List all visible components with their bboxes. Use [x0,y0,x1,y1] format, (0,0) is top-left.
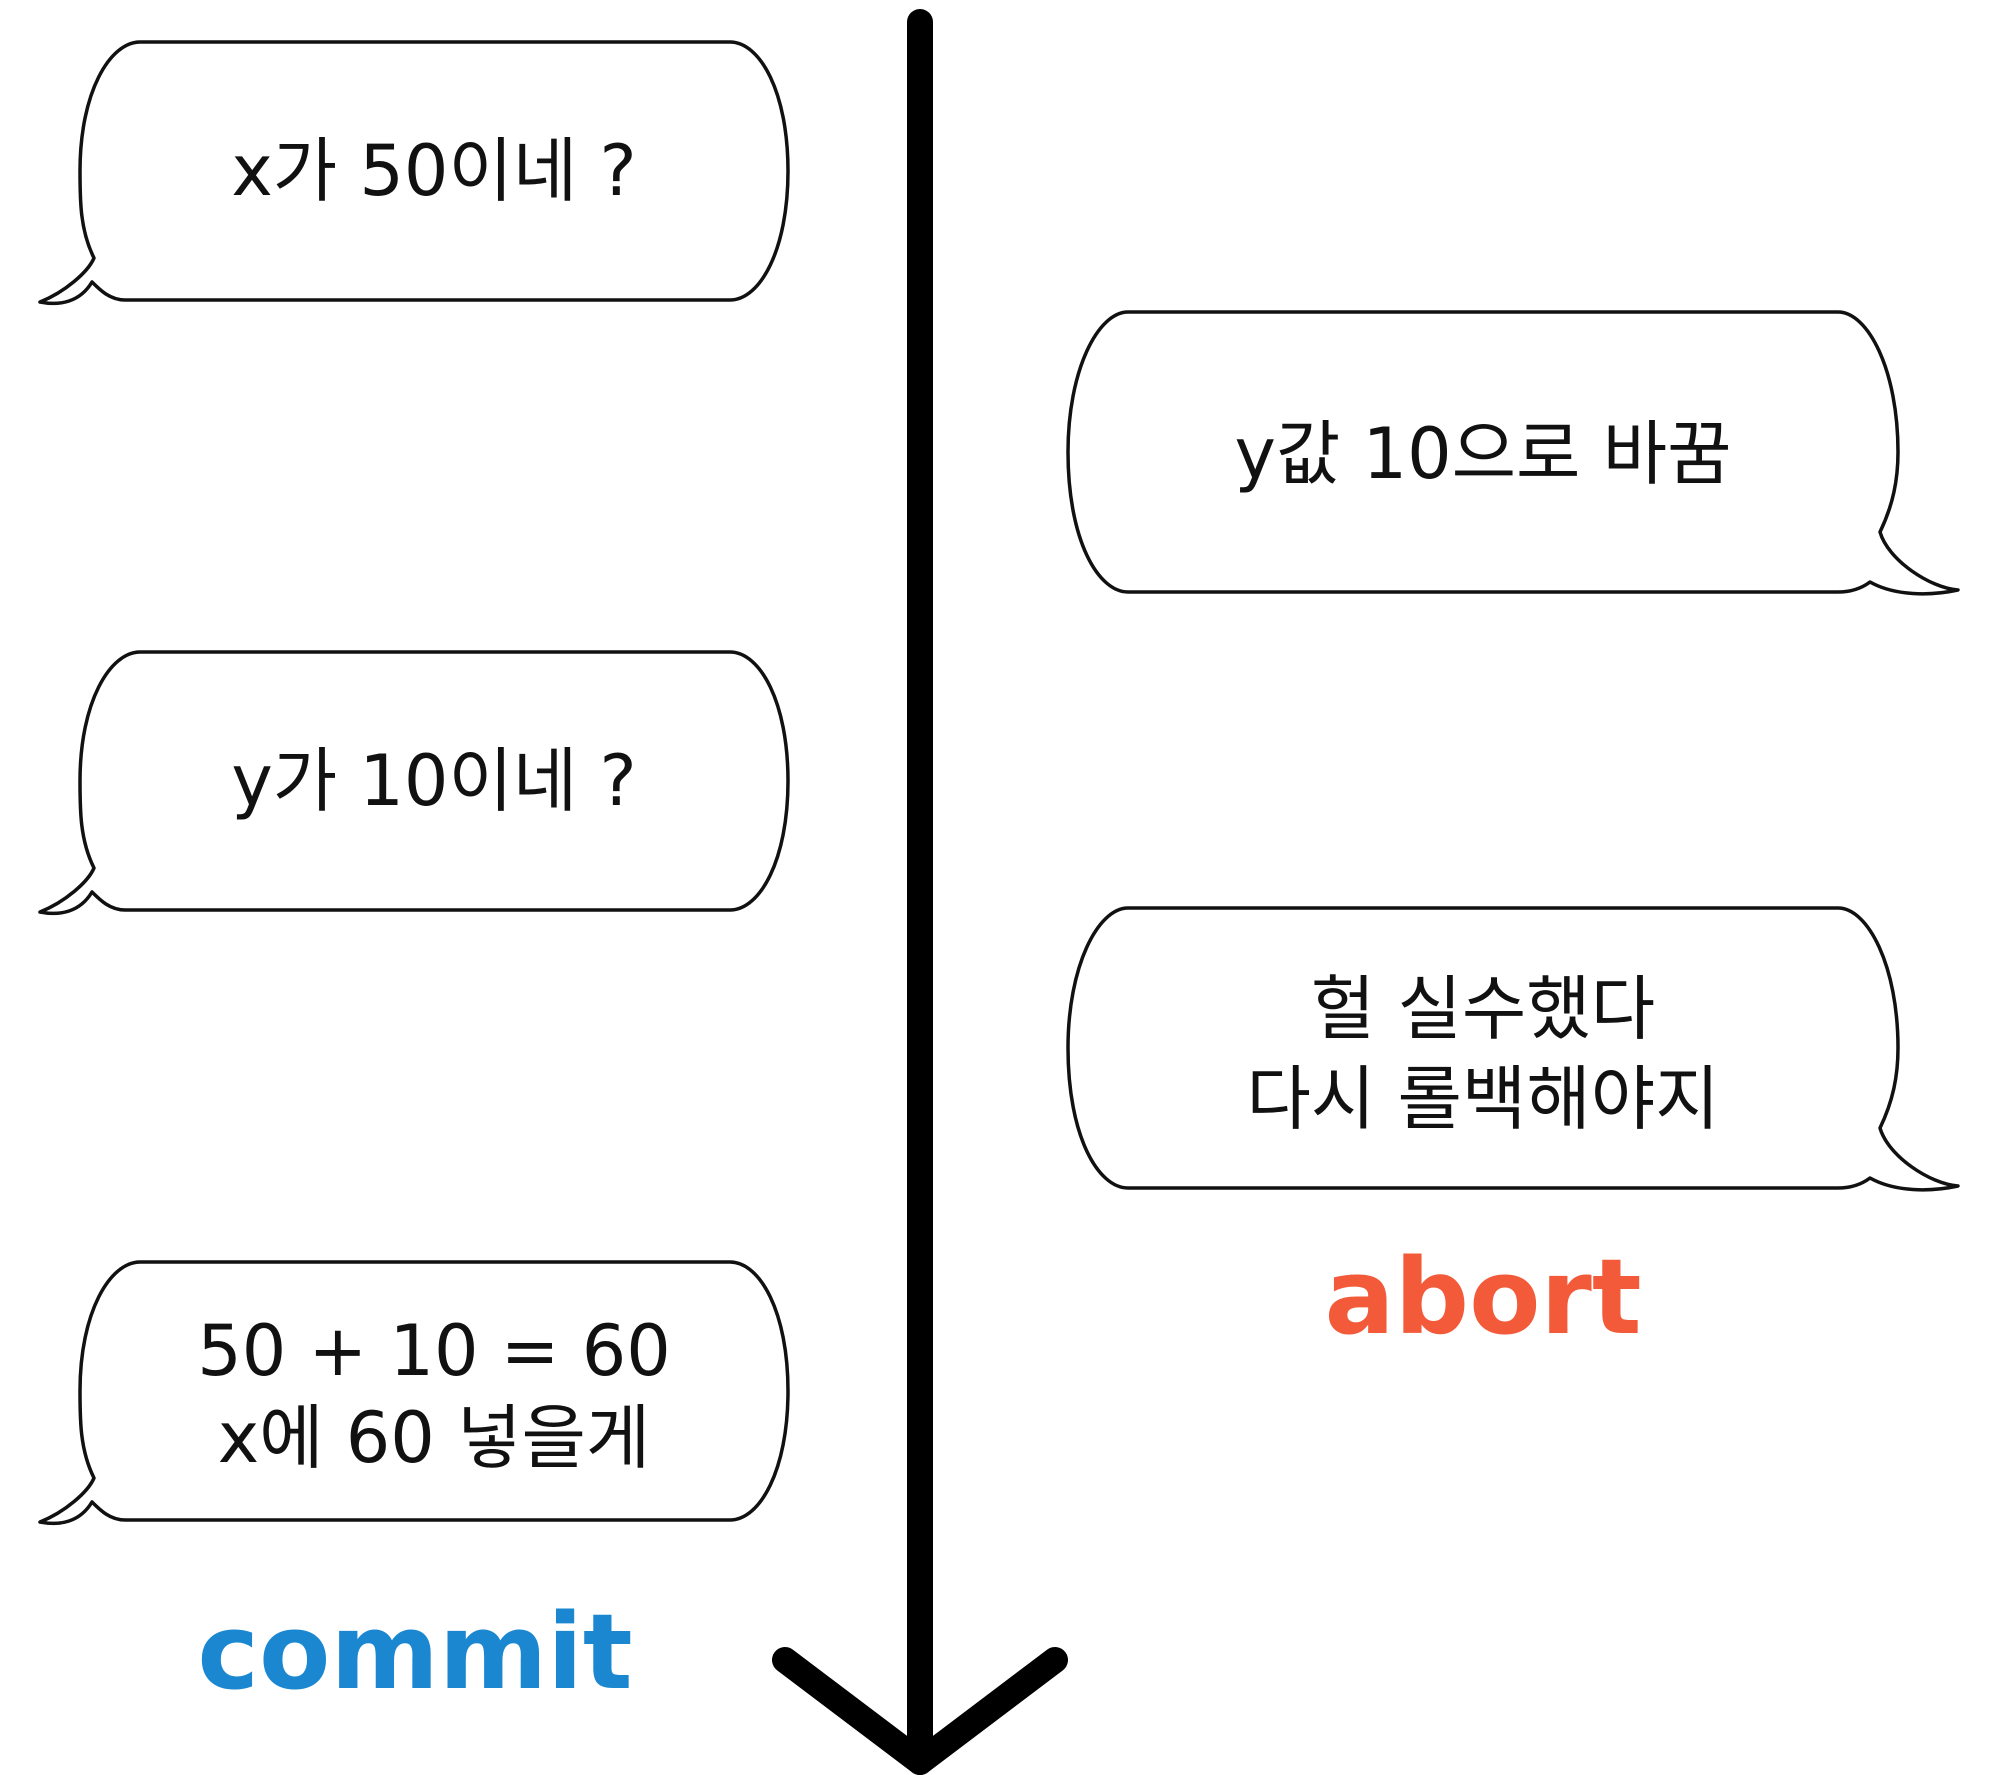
abort-label: abort [1324,1236,1641,1358]
bubble-text-line-2: 다시 롤백해야지 [1246,1058,1719,1140]
speech-bubble-shape [1066,906,1960,1192]
commit-label: commit [197,1591,632,1713]
speech-bubble-shape [38,40,790,306]
time-arrow-head-icon [772,1647,1068,1775]
right-speech-bubble-2: 헐 실수했다 다시 롤백해야지 [1066,906,1960,1192]
right-speech-bubble-1: y값 10으로 바꿈 [1066,310,1960,596]
time-arrow [772,9,1068,1775]
bubble-text-line: x가 50이네 ? [231,130,636,212]
bubble-text-line-2: x에 60 넣을게 [218,1397,651,1479]
left-speech-bubble-2: y가 10이네 ? [38,650,790,916]
speech-bubble-shape [1066,310,1960,596]
speech-bubble-shape [38,650,790,916]
bubble-text-line: y가 10이네 ? [231,740,636,822]
left-speech-bubble-1: x가 50이네 ? [38,40,790,306]
bubble-text-line-1: 헐 실수했다 [1311,968,1655,1050]
speech-bubble-shape [38,1260,790,1526]
left-speech-bubble-3: 50 + 10 = 60 x에 60 넣을게 [38,1260,790,1526]
bubble-text-line-1: 50 + 10 = 60 [197,1310,671,1392]
bubble-text-line: y값 10으로 바꿈 [1235,413,1732,495]
